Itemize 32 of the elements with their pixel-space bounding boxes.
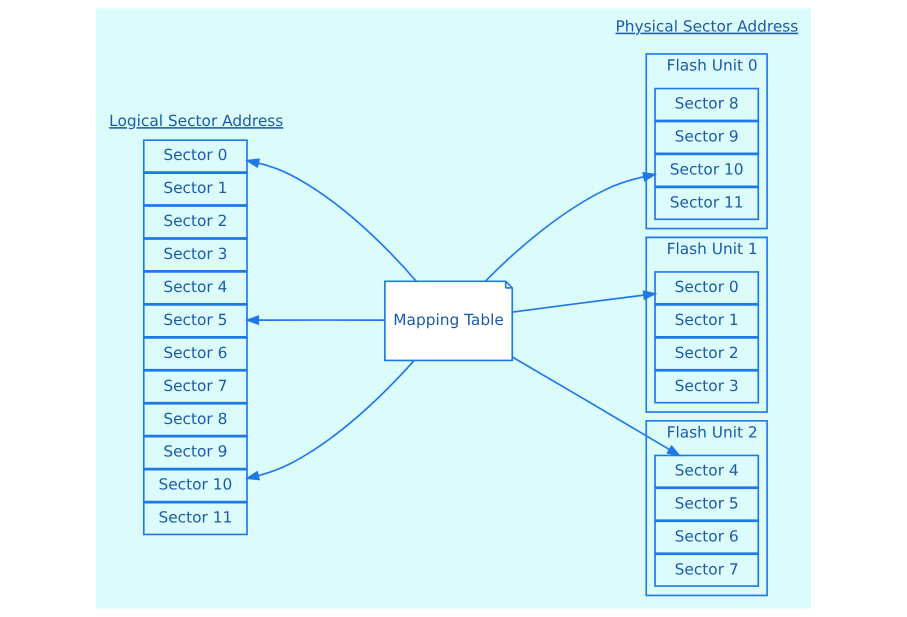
arrow <box>245 158 417 282</box>
node-box: Sector 9 <box>654 120 760 154</box>
node-box: Sector 6 <box>142 337 248 371</box>
node-box: Sector 10 <box>142 468 248 502</box>
node-box: Sector 4 <box>142 271 248 305</box>
node-box: Sector 1 <box>654 304 760 338</box>
node-box: Sector 7 <box>654 553 760 587</box>
arrow <box>512 356 682 456</box>
label: Logical Sector Address <box>109 112 284 130</box>
node-box: Sector 3 <box>654 370 760 404</box>
node-box: Sector 11 <box>654 186 760 220</box>
node-box: Sector 2 <box>142 205 248 239</box>
node-box: Sector 3 <box>142 238 248 272</box>
node-box: Sector 7 <box>142 370 248 404</box>
node-box: Sector 8 <box>142 402 248 436</box>
node-box: Sector 5 <box>654 488 760 522</box>
node-box: Sector 8 <box>654 88 760 122</box>
node-box: Sector 4 <box>654 454 760 488</box>
node-box: Sector 0 <box>142 139 248 173</box>
node-box: Sector 0 <box>654 271 760 305</box>
arrow <box>244 315 385 326</box>
node-box: Sector 5 <box>142 304 248 338</box>
arrow <box>245 360 415 480</box>
node-box: Sector 9 <box>142 436 248 470</box>
label: Physical Sector Address <box>616 18 798 36</box>
arrow <box>484 172 658 282</box>
node-box: Sector 11 <box>142 502 248 536</box>
node-box: Sector 1 <box>142 172 248 206</box>
arrow <box>512 290 658 313</box>
node-box: Sector 10 <box>654 154 760 188</box>
node-box: Sector 6 <box>654 520 760 554</box>
node-box: Sector 2 <box>654 337 760 371</box>
